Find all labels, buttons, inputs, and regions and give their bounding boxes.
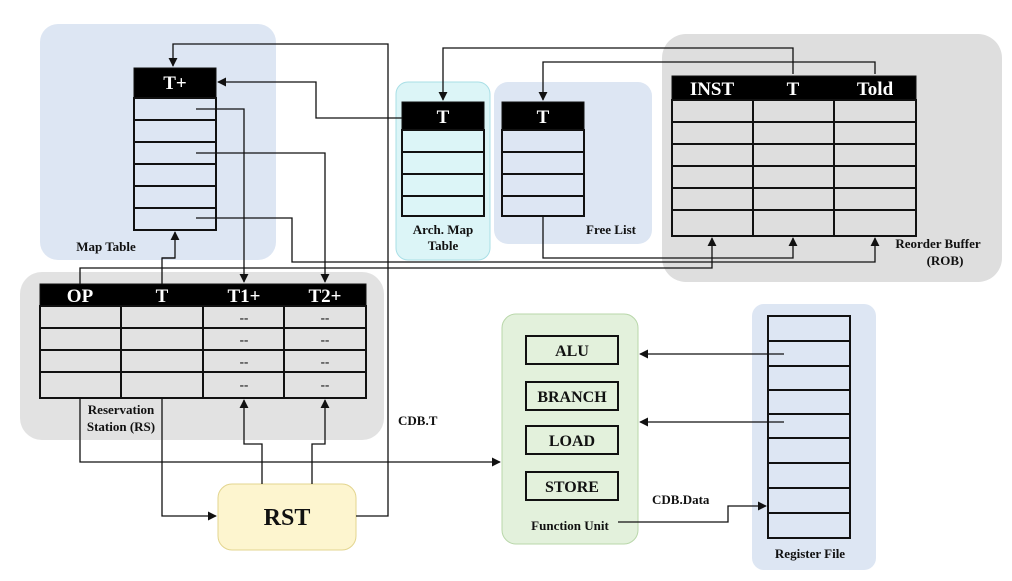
cdb-t-label: CDB.T bbox=[398, 413, 438, 428]
rs-t1-dash-2: -- bbox=[240, 332, 249, 347]
map-table-header: T+ bbox=[163, 73, 187, 94]
free-list-label: Free List bbox=[586, 222, 637, 237]
function-unit-boxes bbox=[525, 335, 619, 501]
store-unit: STORE bbox=[545, 479, 599, 496]
rs-header-t1: T1+ bbox=[228, 286, 261, 307]
wire-rob-to-freelist bbox=[538, 61, 876, 101]
map-table-label: Map Table bbox=[76, 239, 136, 254]
rob-label-2: (ROB) bbox=[927, 253, 964, 268]
wires bbox=[79, 43, 880, 523]
wire-rs-to-function-unit bbox=[79, 398, 501, 467]
rs-label-1: Reservation bbox=[88, 402, 155, 417]
wire-maptable-to-rob-told bbox=[196, 217, 880, 263]
wire-rst-to-cdb bbox=[356, 268, 389, 517]
arch-map-table-label-2: Table bbox=[428, 238, 459, 253]
rs-t2-dash-1: -- bbox=[321, 310, 330, 325]
rob-header-told: Told bbox=[857, 79, 894, 100]
function-unit-label: Function Unit bbox=[531, 518, 609, 533]
wire-arch-to-maptable bbox=[217, 77, 402, 119]
wire-cdb-to-maptable-top bbox=[168, 43, 389, 268]
register-file-table bbox=[767, 315, 851, 539]
rs-t1-dash-4: -- bbox=[240, 377, 249, 392]
reservation-station-table bbox=[39, 283, 367, 399]
rs-label-2: Station (RS) bbox=[87, 419, 155, 434]
rst-label: RST bbox=[264, 505, 311, 531]
wire-rs-to-rst bbox=[161, 398, 217, 521]
rst-box bbox=[217, 483, 357, 551]
wire-maptable-to-rs-t2 bbox=[196, 152, 330, 283]
wire-rst-to-t2 bbox=[311, 399, 330, 484]
alu-unit: ALU bbox=[555, 343, 589, 360]
branch-unit: BRANCH bbox=[537, 389, 607, 406]
register-file-label: Register File bbox=[775, 546, 845, 561]
free-list-header: T bbox=[537, 107, 550, 128]
load-unit: LOAD bbox=[549, 433, 595, 450]
wire-rst-to-t1 bbox=[239, 399, 263, 484]
arch-map-table-label-1: Arch. Map bbox=[413, 222, 473, 237]
rs-t1-dash-1: -- bbox=[240, 310, 249, 325]
wire-maptable-to-rs-t1 bbox=[196, 108, 249, 283]
rs-header-t2: T2+ bbox=[309, 286, 342, 307]
rs-header-op: OP bbox=[67, 286, 94, 307]
rob-header-t: T bbox=[787, 79, 800, 100]
rs-t2-dash-2: -- bbox=[321, 332, 330, 347]
rs-t1-dash-3: -- bbox=[240, 354, 249, 369]
rob-table bbox=[671, 75, 917, 237]
free-list bbox=[501, 101, 585, 217]
wire-rob-to-arch bbox=[438, 47, 794, 101]
wire-freelist-to-rob bbox=[542, 216, 798, 259]
cdb-data-label: CDB.Data bbox=[652, 492, 710, 507]
wire-cdb-data bbox=[618, 501, 767, 523]
wire-rs-to-rob-inst bbox=[79, 237, 717, 284]
arch-map-table bbox=[401, 101, 485, 217]
rs-t2-dash-4: -- bbox=[321, 377, 330, 392]
map-table bbox=[133, 67, 217, 231]
rs-t2-dash-3: -- bbox=[321, 354, 330, 369]
arch-map-table-header: T bbox=[437, 107, 450, 128]
rob-label-1: Reorder Buffer bbox=[895, 236, 981, 251]
rs-header-t: T bbox=[156, 286, 169, 307]
rob-header-inst: INST bbox=[690, 79, 735, 100]
